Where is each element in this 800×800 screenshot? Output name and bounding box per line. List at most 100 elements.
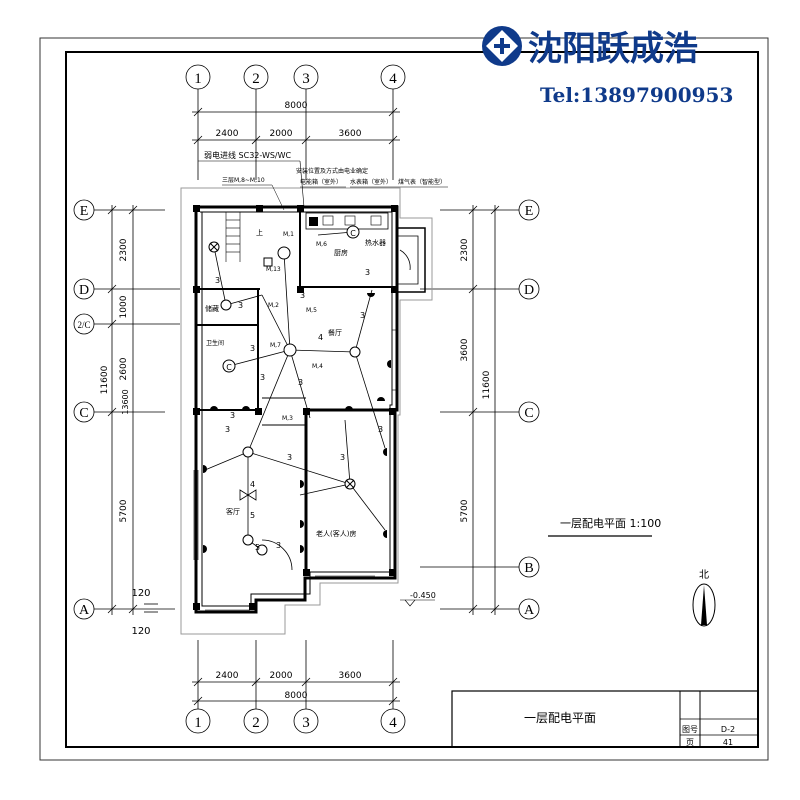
axis-row-D-right: D <box>524 283 534 298</box>
north-arrow-icon <box>692 583 716 627</box>
ceiling-lamp-icon <box>242 446 254 458</box>
axis-row-A-right: A <box>524 603 535 618</box>
page-label: 页 <box>686 738 694 747</box>
row-axes-left <box>73 199 180 620</box>
axis-row-A-left: A <box>79 603 90 618</box>
room-bathroom: 卫生间 <box>206 339 224 347</box>
axis-col-4-bottom: 4 <box>389 715 397 731</box>
wiring <box>204 231 386 551</box>
svg-text:5: 5 <box>255 543 260 552</box>
dim-wall-2: 120 <box>131 626 150 637</box>
axis-col-1-top: 1 <box>194 71 202 87</box>
svg-text:4: 4 <box>250 480 255 489</box>
lamps: C C <box>208 225 361 556</box>
ceiling-lamp-icon <box>349 346 361 358</box>
panel-label: M,2 <box>268 302 279 309</box>
ceiling-lamp-icon <box>277 246 291 260</box>
room-kitchen: 厨房 <box>334 248 348 257</box>
axis-col-2-top: 2 <box>252 71 260 87</box>
dim-right-3: 5700 <box>460 499 470 522</box>
room-storage: 储藏 <box>205 304 219 313</box>
ceiling-lamp-icon <box>208 241 220 253</box>
stairs-up-label: 上 <box>256 228 263 237</box>
room-living: 客厅 <box>226 507 240 516</box>
axis-row-B-right: B <box>524 561 533 576</box>
sockets <box>203 217 391 553</box>
axis-col-2-bottom: 2 <box>252 715 260 731</box>
switch-note: 三层M,8~M,10 <box>222 177 265 184</box>
page-number: 41 <box>723 738 733 747</box>
svg-text:C: C <box>350 229 356 238</box>
plan-title: 一层配电平面 1:100 <box>560 517 661 530</box>
watermark-company: 沈阳跃成浩 <box>528 29 698 69</box>
svg-text:3: 3 <box>276 541 281 550</box>
meter-box-label: 电能箱（室外） <box>300 178 342 186</box>
watermark-tel: Tel:13897900953 <box>540 83 733 107</box>
svg-text:5: 5 <box>250 511 255 520</box>
svg-text:4: 4 <box>318 333 323 342</box>
axis-row-E-left: E <box>80 204 89 219</box>
axis-col-4-top: 4 <box>389 71 397 87</box>
panel-label: M,7 <box>270 342 281 349</box>
panel-label: M,3 <box>282 415 293 422</box>
panel-label: M,4 <box>312 363 323 370</box>
svg-text:3: 3 <box>298 378 303 387</box>
dim-left-2: 1000 <box>119 295 129 318</box>
axis-row-E-right: E <box>525 204 534 219</box>
axis-col-1-bottom: 1 <box>194 715 202 731</box>
dim-left-1: 2300 <box>119 238 129 261</box>
svg-text:3: 3 <box>365 268 370 277</box>
drawing-name: 一层配电平面 <box>524 711 596 725</box>
svg-text:3: 3 <box>300 291 305 300</box>
dim-top-1: 2400 <box>216 129 239 139</box>
dim-right-2: 3600 <box>460 338 470 361</box>
dim-right-total: 11600 <box>482 370 492 399</box>
ceiling-lamp-icon <box>220 299 232 311</box>
room-bedroom: 老人(客人)房 <box>316 529 356 538</box>
outer-border <box>39 37 769 761</box>
water-meter-label: 水表箱（室外） <box>350 178 392 186</box>
level-value: -0.450 <box>410 591 436 600</box>
svg-text:3: 3 <box>378 425 383 434</box>
panel-labels: M,1 M,6 M,13 M,2 M,5 M,7 M,4 M,3 <box>266 231 327 422</box>
panel-label: M,5 <box>306 307 317 314</box>
building-walls <box>180 187 433 635</box>
dim-top-3: 3600 <box>339 129 362 139</box>
company-logo-icon <box>482 26 522 66</box>
svg-text:3: 3 <box>250 344 255 353</box>
axis-row-2C-left: 2/C <box>77 320 90 330</box>
panel-label: M,6 <box>316 241 327 248</box>
dim-bottom-total: 8000 <box>285 691 308 701</box>
axis-col-3-bottom: 3 <box>302 715 310 731</box>
column-axes-top <box>185 64 406 180</box>
ceiling-lamp-icon: C <box>346 225 360 239</box>
ceiling-lamp-icon <box>242 534 254 546</box>
dim-left-total: 11600 <box>100 365 110 394</box>
dim-bottom-2: 2000 <box>270 671 293 681</box>
dim-bottom-3: 3600 <box>339 671 362 681</box>
dim-bottom-1: 2400 <box>216 671 239 681</box>
gas-meter-label: 煤气表（智能型） <box>398 178 446 186</box>
axis-row-C-left: C <box>79 406 88 421</box>
dim-left-4: 5700 <box>119 499 129 522</box>
install-note: 安装位置及方式由电业确定 <box>296 167 368 175</box>
dim-right-1: 2300 <box>460 238 470 261</box>
axis-row-C-right: C <box>524 406 533 421</box>
panel-label: M,13 <box>266 266 281 273</box>
room-dining: 餐厅 <box>328 328 342 337</box>
axis-row-D-left: D <box>79 283 89 298</box>
cable-note: 弱电进线 SC32-WS/WC <box>204 150 292 160</box>
column-axes-bottom <box>185 640 406 734</box>
axis-col-3-top: 3 <box>302 71 310 87</box>
svg-text:3: 3 <box>230 411 235 420</box>
svg-text:3: 3 <box>360 311 365 320</box>
dim-left-outer: 13600 <box>121 389 130 414</box>
number-label: 图号 <box>682 725 698 734</box>
svg-text:3: 3 <box>260 373 265 382</box>
dim-wall-1: 120 <box>131 588 150 599</box>
svg-text:C: C <box>226 363 232 372</box>
dim-top-total: 8000 <box>285 101 308 111</box>
svg-text:3: 3 <box>225 425 230 434</box>
svg-text:3: 3 <box>238 301 243 310</box>
